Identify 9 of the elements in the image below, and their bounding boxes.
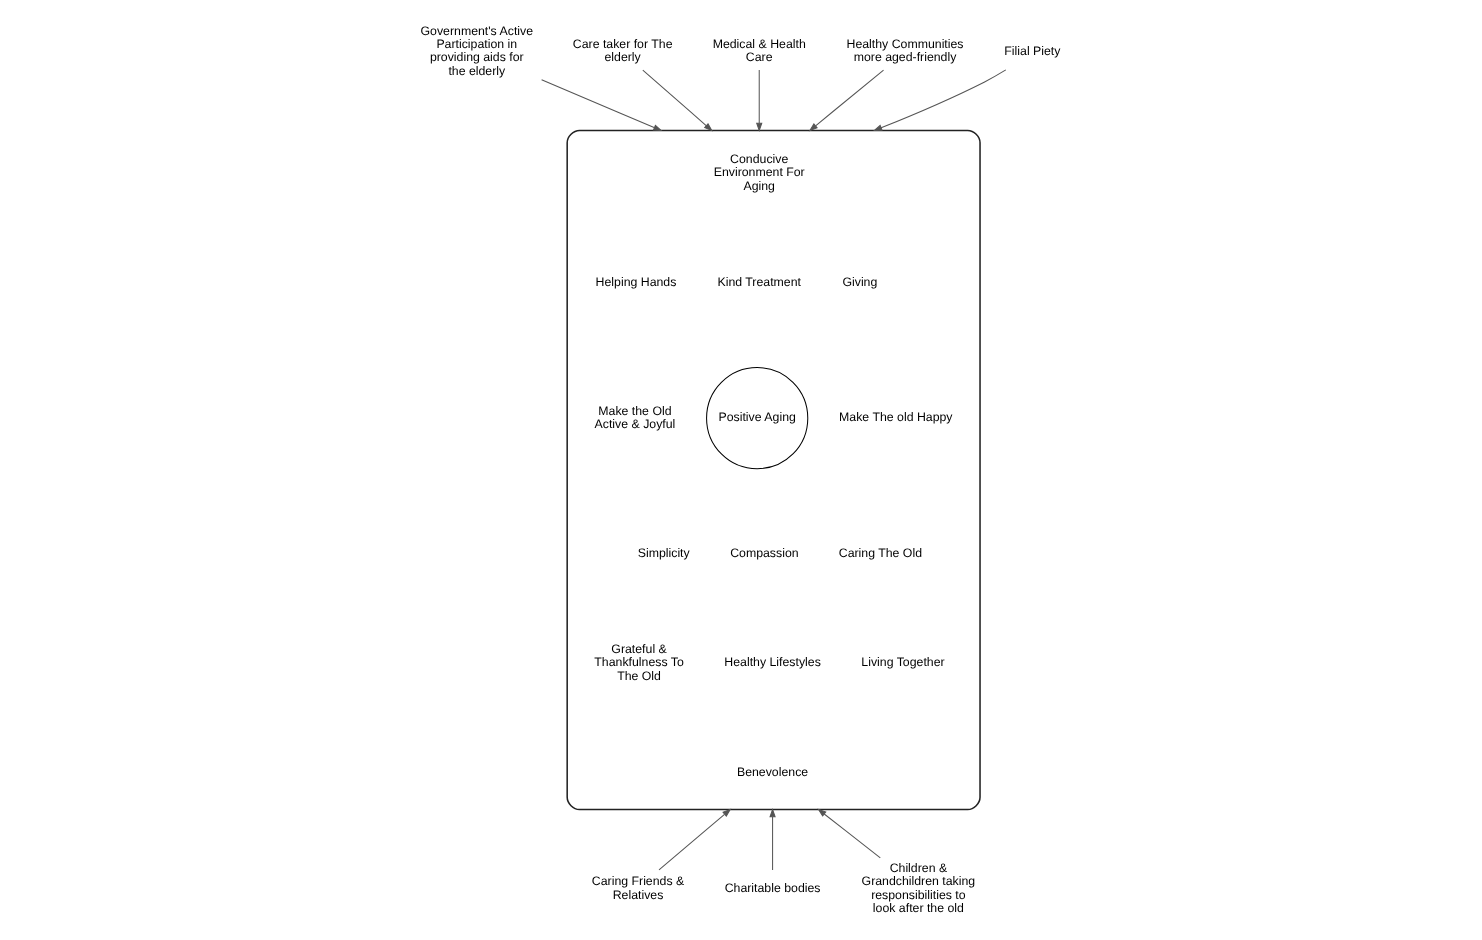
arrow — [642, 69, 713, 132]
arrow — [769, 808, 776, 871]
cluster — [566, 129, 981, 811]
arrow — [817, 808, 881, 859]
arrow — [541, 79, 663, 132]
arrow — [808, 69, 885, 132]
arrow — [872, 69, 1007, 131]
arrow — [658, 808, 732, 871]
arrow — [756, 69, 763, 132]
